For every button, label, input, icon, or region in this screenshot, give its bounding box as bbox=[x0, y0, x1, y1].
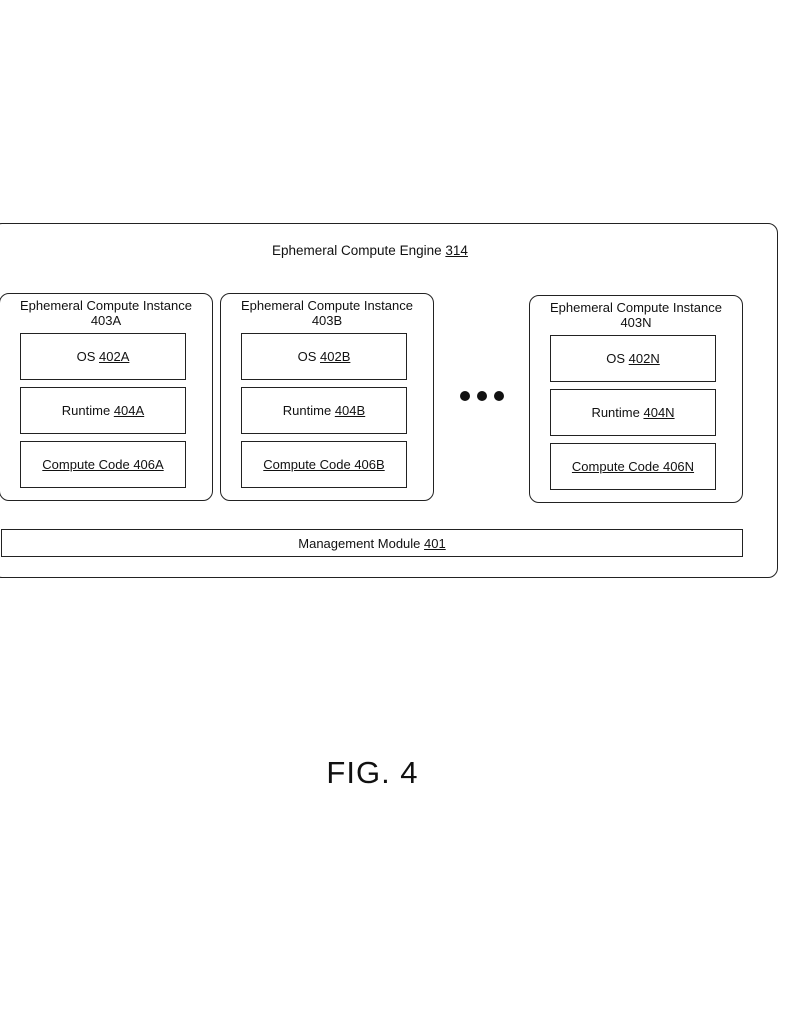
os-label: OS bbox=[606, 351, 626, 366]
os-ref: 402A bbox=[99, 349, 130, 364]
os-ref: 402N bbox=[628, 351, 660, 366]
instance-title-line1: Ephemeral Compute Instance bbox=[20, 298, 192, 313]
instance-title-line2: 403N bbox=[620, 315, 652, 330]
os-ref: 402B bbox=[320, 349, 351, 364]
engine-title: Ephemeral Compute Engine 314 bbox=[272, 243, 477, 258]
runtime-label: Runtime bbox=[591, 405, 640, 420]
instance-title-line1: Ephemeral Compute Instance bbox=[241, 298, 413, 313]
runtime-ref: 404N bbox=[643, 405, 675, 420]
instance-title-b: Ephemeral Compute Instance 403B bbox=[221, 298, 433, 328]
ellipsis-dots bbox=[458, 391, 508, 403]
instance-title-line2: 403A bbox=[90, 313, 122, 328]
os-box-b: OS 402B bbox=[241, 333, 407, 380]
compute-code-box-b: Compute Code 406B bbox=[241, 441, 407, 488]
compute-code-box-n: Compute Code 406N bbox=[550, 443, 716, 490]
runtime-box-b: Runtime 404B bbox=[241, 387, 407, 434]
instance-box-a: Ephemeral Compute Instance 403A OS 402A … bbox=[0, 293, 213, 501]
management-module-box: Management Module 401 bbox=[1, 529, 743, 557]
instance-title-line1: Ephemeral Compute Instance bbox=[550, 300, 722, 315]
ellipsis-dot-1 bbox=[460, 391, 470, 401]
instance-title-n: Ephemeral Compute Instance 403N bbox=[530, 300, 742, 330]
compute-code-label: Compute Code 406A bbox=[42, 457, 164, 472]
runtime-label: Runtime bbox=[282, 403, 332, 418]
compute-code-box-a: Compute Code 406A bbox=[20, 441, 186, 488]
runtime-box-n: Runtime 404N bbox=[550, 389, 716, 436]
compute-code-label: Compute Code 406N bbox=[571, 459, 695, 474]
runtime-ref: 404B bbox=[334, 403, 366, 418]
compute-code-label: Compute Code 406B bbox=[263, 457, 385, 472]
instance-title-a: Ephemeral Compute Instance 403A bbox=[0, 298, 212, 328]
runtime-box-a: Runtime 404A bbox=[20, 387, 186, 434]
figure-label: FIG. 4 bbox=[326, 755, 419, 790]
ellipsis-dot-3 bbox=[494, 391, 504, 401]
os-label: OS bbox=[76, 349, 96, 364]
runtime-label: Runtime bbox=[61, 403, 111, 418]
ellipsis-dot-2 bbox=[477, 391, 487, 401]
runtime-ref: 404A bbox=[113, 403, 145, 418]
management-label: Management Module bbox=[298, 535, 421, 551]
engine-title-text: Ephemeral Compute Engine bbox=[272, 243, 442, 258]
instance-box-n: Ephemeral Compute Instance 403N OS 402N … bbox=[529, 295, 743, 503]
os-label: OS bbox=[297, 349, 317, 364]
instance-title-line2: 403B bbox=[311, 313, 343, 328]
engine-ref: 314 bbox=[445, 243, 468, 258]
os-box-n: OS 402N bbox=[550, 335, 716, 382]
os-box-a: OS 402A bbox=[20, 333, 186, 380]
instance-box-b: Ephemeral Compute Instance 403B OS 402B … bbox=[220, 293, 434, 501]
management-ref: 401 bbox=[424, 535, 446, 551]
ephemeral-compute-engine-box bbox=[0, 223, 778, 578]
